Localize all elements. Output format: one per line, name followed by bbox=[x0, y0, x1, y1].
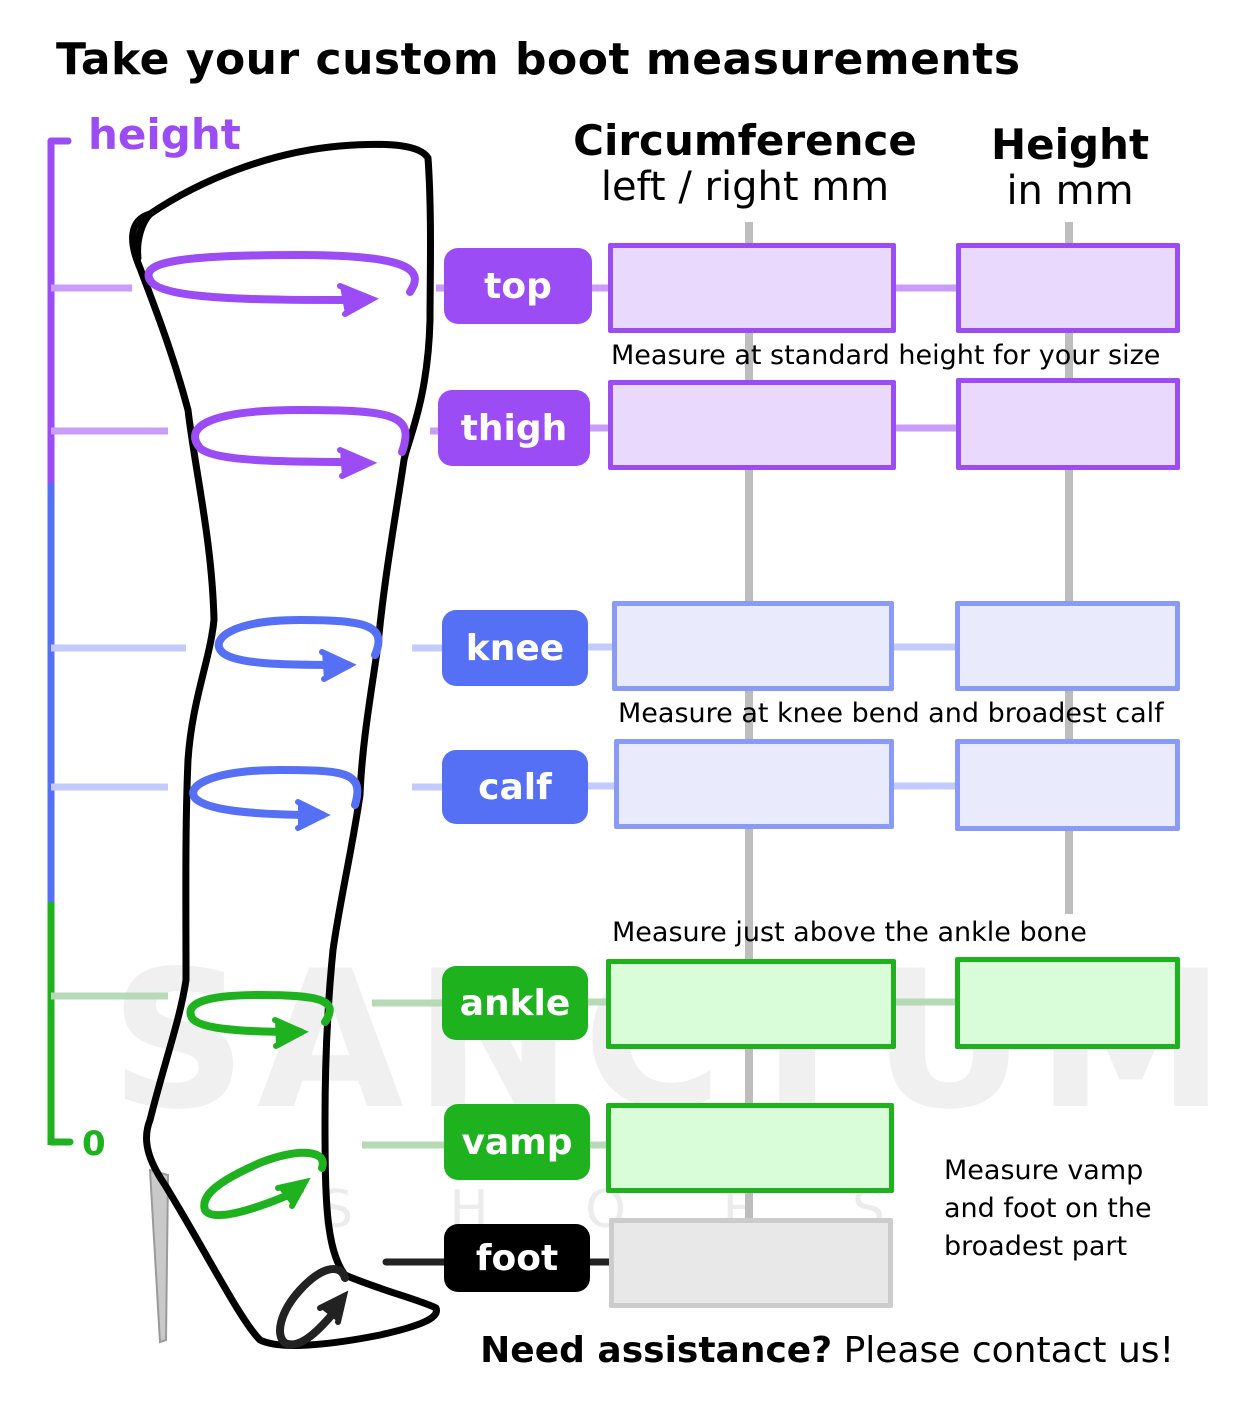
label-ankle: ankle bbox=[442, 966, 588, 1040]
label-vamp: vamp bbox=[444, 1104, 590, 1180]
label-foot: foot bbox=[444, 1224, 590, 1292]
loop-vamp bbox=[200, 1148, 327, 1220]
height-zero-label: 0 bbox=[82, 1124, 106, 1164]
input-top-height[interactable] bbox=[956, 243, 1180, 333]
label-thigh: thigh bbox=[438, 390, 590, 466]
circumference-title: Circumference bbox=[573, 116, 917, 165]
note-ankle: Measure just above the ankle bone bbox=[612, 917, 1087, 948]
loop-thigh bbox=[191, 405, 410, 479]
note-vamp-foot: Measure vamp and foot on the broadest pa… bbox=[944, 1155, 1152, 1262]
height-scale-label: height bbox=[88, 110, 241, 159]
height-subtitle: in mm bbox=[1006, 168, 1134, 214]
input-knee-circumference[interactable] bbox=[612, 601, 894, 691]
note-knee-calf: Measure at knee bend and broadest calf bbox=[618, 698, 1164, 729]
loop-foot bbox=[276, 1265, 349, 1349]
input-ankle-height[interactable] bbox=[955, 957, 1180, 1049]
input-ankle-circumference[interactable] bbox=[606, 959, 896, 1049]
input-calf-circumference[interactable] bbox=[614, 739, 894, 829]
input-top-circumference[interactable] bbox=[608, 243, 896, 333]
boot-outline bbox=[129, 140, 440, 1349]
circumference-header: Circumference left / right mm bbox=[565, 116, 925, 209]
note-top: Measure at standard height for your size bbox=[611, 340, 1161, 371]
loop-knee bbox=[214, 615, 383, 682]
footer-bold: Need assistance? bbox=[480, 1330, 833, 1371]
page-title: Take your custom boot measurements bbox=[56, 34, 1021, 85]
height-title: Height bbox=[990, 120, 1150, 169]
heel-shape bbox=[148, 1168, 170, 1344]
input-thigh-circumference[interactable] bbox=[608, 380, 896, 470]
loop-calf bbox=[189, 765, 362, 831]
label-top: top bbox=[444, 248, 592, 324]
input-knee-height[interactable] bbox=[955, 601, 1180, 691]
input-vamp-circumference[interactable] bbox=[606, 1103, 894, 1193]
footer-link[interactable]: Please contact us! bbox=[843, 1330, 1174, 1371]
label-knee: knee bbox=[442, 610, 588, 686]
input-calf-height[interactable] bbox=[955, 739, 1180, 831]
height-header: Height in mm bbox=[980, 120, 1160, 213]
loop-ankle bbox=[186, 990, 334, 1049]
label-calf: calf bbox=[442, 750, 588, 824]
circumference-subtitle: left / right mm bbox=[600, 164, 890, 210]
loop-top bbox=[144, 250, 419, 317]
input-foot-circumference[interactable] bbox=[609, 1218, 893, 1308]
input-thigh-height[interactable] bbox=[956, 378, 1180, 470]
footer-contact: Need assistance? Please contact us! bbox=[480, 1330, 1174, 1371]
